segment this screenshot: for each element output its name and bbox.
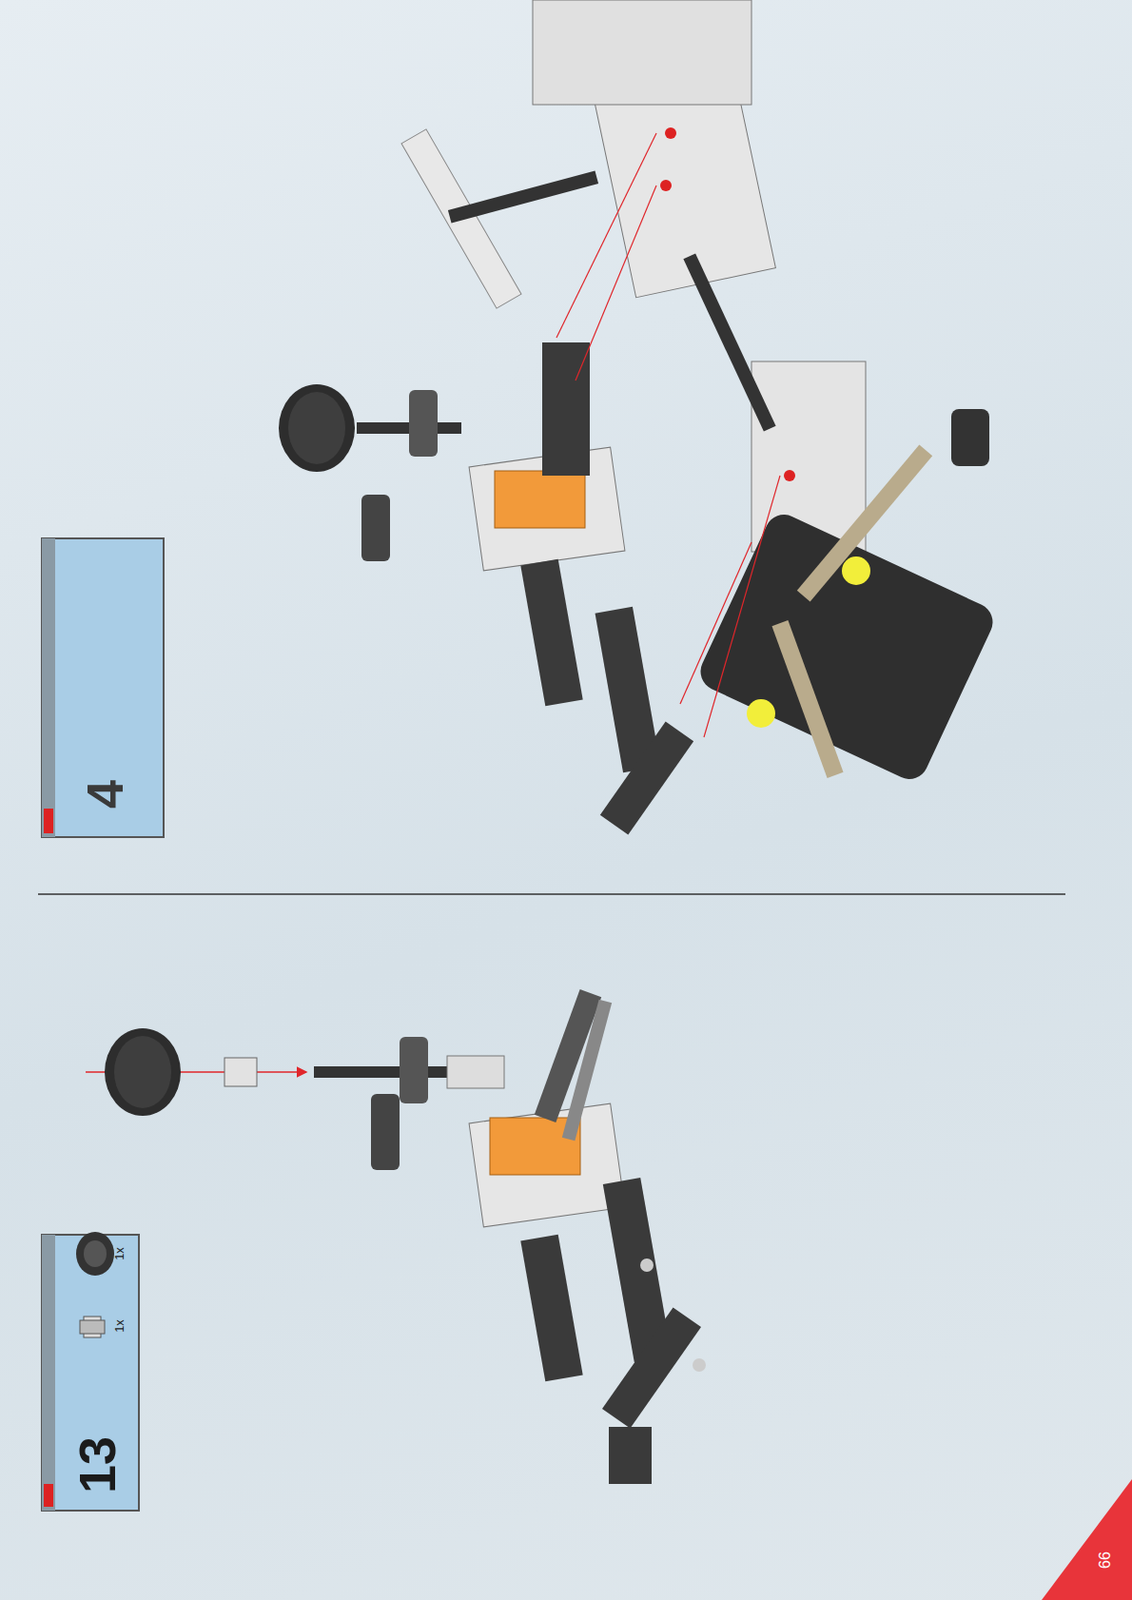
part-quantity: 1x [113,1319,126,1333]
page-number: 66 [1097,1551,1113,1569]
step-number: 13 [71,1436,123,1494]
submodel-number: 4 [78,780,131,809]
part-quantity: 1x [113,1247,126,1261]
page-corner [1041,1479,1132,1600]
step-box [41,538,164,838]
divider-line [38,893,1066,896]
technic-assembly [85,989,706,1484]
step-box [41,1231,139,1511]
technic-assembly [278,0,999,835]
